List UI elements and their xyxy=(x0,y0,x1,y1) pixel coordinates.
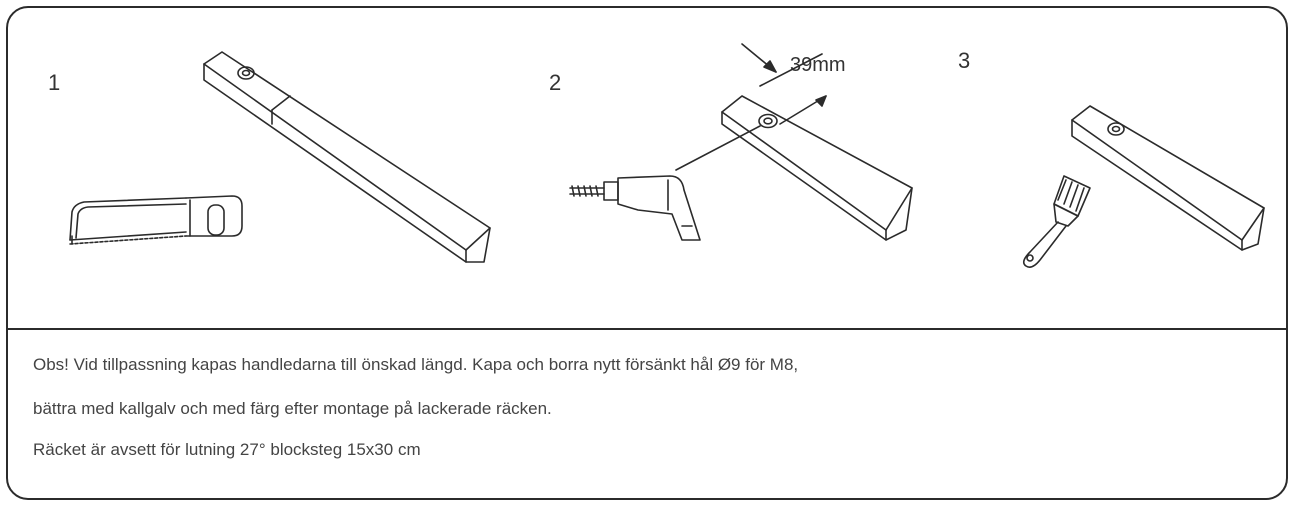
dimension-arrows xyxy=(675,43,827,171)
step-number-2: 2 xyxy=(549,70,562,95)
handrail-bar-1 xyxy=(203,51,491,263)
paintbrush-icon xyxy=(1022,175,1091,268)
hacksaw-icon xyxy=(69,195,243,245)
handrail-bar-3 xyxy=(1071,105,1265,251)
note-line-1: Obs! Vid tillpassning kapas handledarna … xyxy=(33,355,799,374)
dimension-label: 39mm xyxy=(790,54,846,76)
note-line-2: bättra med kallgalv och med färg efter m… xyxy=(33,399,552,418)
instruction-card xyxy=(6,6,1288,500)
note-line-3: Räcket är avsett för lutning 27° blockst… xyxy=(33,440,421,459)
handrail-bar-2 xyxy=(721,95,913,241)
step-number-1: 1 xyxy=(48,70,61,95)
step-number-3: 3 xyxy=(958,48,971,73)
card-divider xyxy=(6,328,1288,330)
drill-icon xyxy=(569,175,701,241)
